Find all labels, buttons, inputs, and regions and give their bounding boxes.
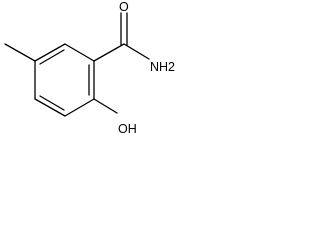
ring-double-bond-inner-bottom-left (39, 95, 65, 111)
ring-to-carbonyl-bond (93, 43, 125, 62)
ring-bond-c3-c4 (34, 98, 66, 117)
methyl-bond (4, 43, 36, 62)
carbonyl-oxygen-label: O (119, 0, 129, 14)
hydroxyl-group: OH (93, 98, 137, 136)
ring-bond-c2-c3 (64, 98, 95, 117)
benzene-ring (34, 43, 95, 117)
ring-bond-c6-c1 (64, 43, 95, 62)
ring-to-hydroxyl-bond (93, 98, 118, 114)
chemical-structure-diagram: O NH2 OH (4, 0, 175, 136)
ring-bond-c5-c6 (34, 43, 66, 62)
ring-double-bond-inner-top-left (39, 49, 65, 65)
hydroxyl-label: OH (118, 122, 137, 136)
carbon-nitrogen-bond (123, 43, 150, 60)
amide-nitrogen-label: NH2 (150, 60, 175, 74)
amide-group: O NH2 (93, 0, 175, 74)
